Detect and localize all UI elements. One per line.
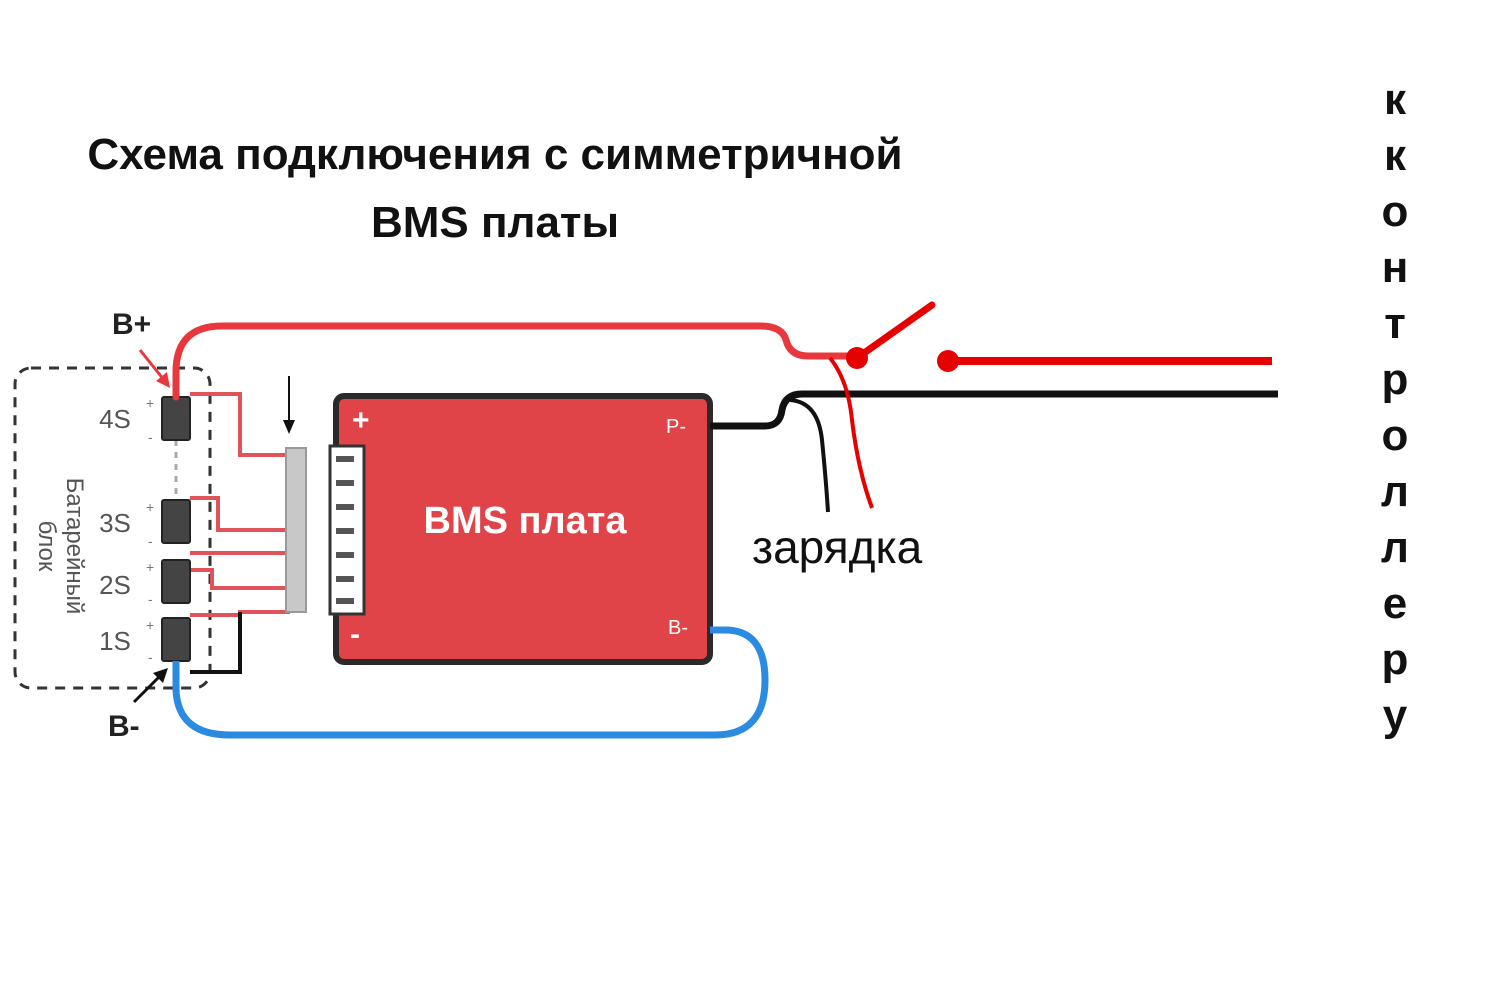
battery-pack-outline: [13, 366, 212, 690]
cell-3s: [161, 499, 191, 544]
balance-wire-3s: [190, 496, 290, 532]
bms-balance-socket: [328, 444, 366, 616]
b-minus-wire: [172, 626, 769, 739]
svg-text:-: -: [148, 533, 153, 549]
cell-4s: [161, 396, 191, 441]
cell-label-4s: 4S: [99, 404, 131, 434]
svg-text:-: -: [148, 649, 153, 665]
svg-text:-: -: [148, 429, 153, 445]
switch-lever: [853, 301, 936, 362]
svg-text:+: +: [146, 499, 154, 515]
connector-arrow-head: [283, 420, 295, 434]
bms-balance-pins: [336, 456, 354, 604]
charge-lead-negative: [789, 398, 830, 513]
b-plus-arrow-head: [156, 372, 170, 388]
bms-plus-mark: +: [352, 404, 370, 437]
battery-pack-label: Батарейный блок: [33, 477, 88, 615]
b-minus-arrow-head: [153, 668, 168, 683]
diagram-title-line-2: BMS платы: [370, 198, 620, 247]
b-minus-arrow: [132, 674, 162, 704]
cell-2s: [161, 559, 191, 604]
p-minus-wire: [710, 390, 1278, 430]
positive-wire: [172, 322, 862, 401]
svg-text:+: +: [146, 617, 154, 633]
cell-polarity-marks: + - + - + - + -: [146, 395, 154, 665]
balance-wire-2s-low: [190, 568, 290, 590]
cell-label-3s: 3S: [99, 508, 131, 538]
to-controller-label: к к о н т р о л л е р у: [1381, 75, 1409, 740]
b-minus-label: B-: [108, 710, 140, 743]
svg-text:+: +: [146, 559, 154, 575]
bms-minus-mark: -: [350, 618, 360, 651]
bms-b-minus-label: B-: [668, 617, 688, 639]
cell-1s: [161, 617, 191, 662]
svg-text:-: -: [148, 591, 153, 607]
balance-wires: [190, 392, 290, 617]
battery-cells: [161, 396, 191, 662]
b-plus-label: B+: [112, 308, 152, 341]
bms-p-minus-label: P-: [666, 416, 686, 438]
charge-lead-positive: [828, 356, 874, 509]
balance-connector: [285, 447, 307, 613]
bms-board-label: BMS плата: [423, 500, 627, 542]
charging-label: зарядка: [752, 521, 923, 573]
cell-label-1s: 1S: [99, 626, 131, 656]
diagram-title-line-1: Схема подключения с симметричной: [87, 130, 903, 179]
balance-wire-ground: [190, 612, 242, 674]
balance-wire-4s: [190, 392, 290, 457]
svg-text:+: +: [146, 395, 154, 411]
cell-label-2s: 2S: [99, 570, 131, 600]
b-plus-arrow: [138, 349, 166, 381]
